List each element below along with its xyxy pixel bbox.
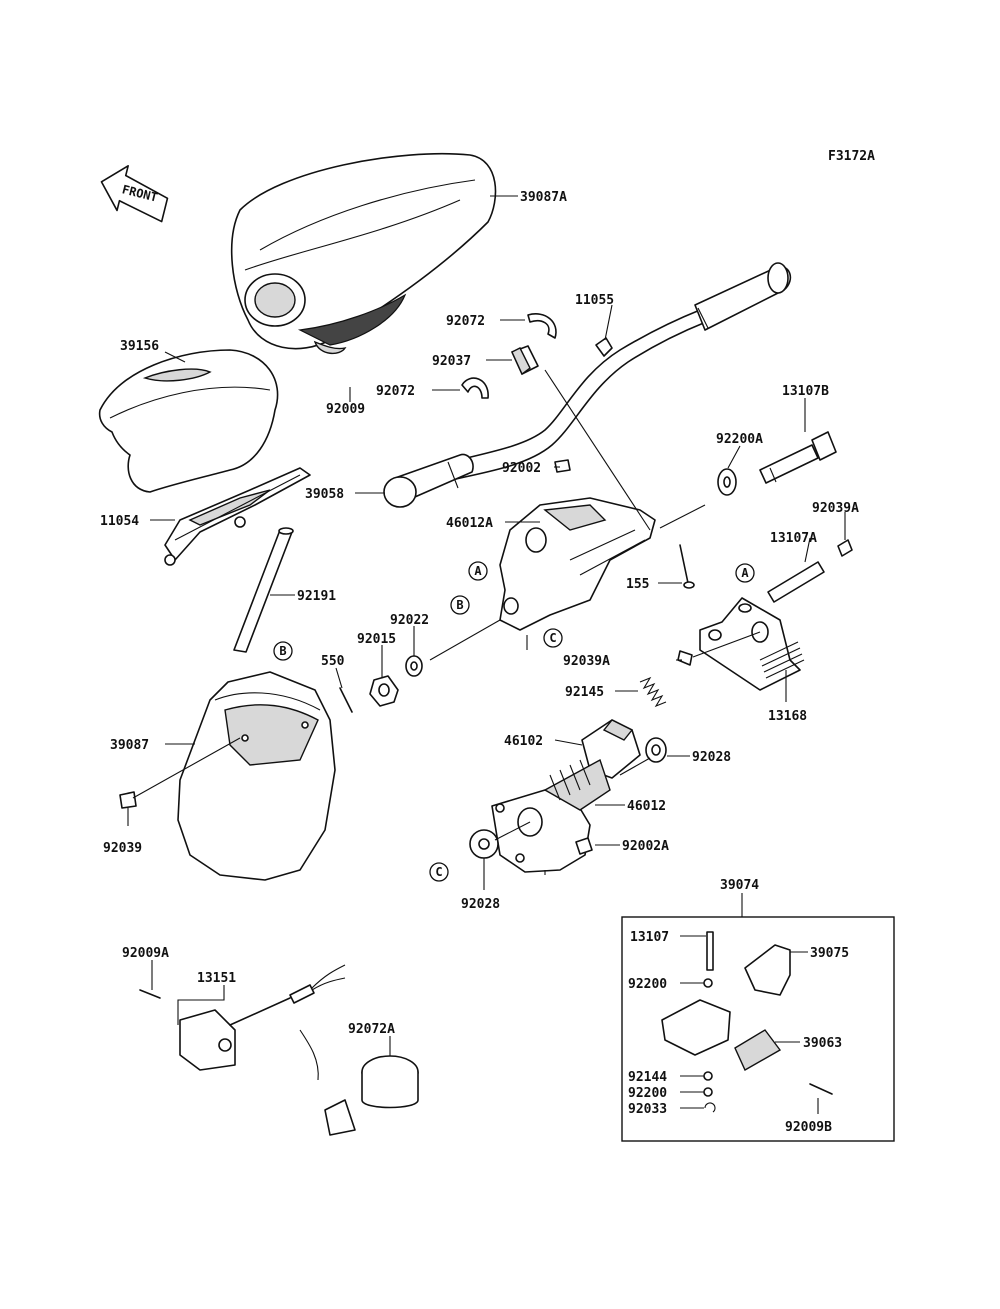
svg-text:A: A [474, 564, 482, 578]
rivet-92039a-upper [837, 539, 853, 557]
label-92039a-lower: 92039A [563, 654, 610, 669]
svg-text:A: A [741, 566, 749, 580]
callout-a-2: A [735, 563, 755, 583]
handlebar-cover-lower [177, 671, 336, 881]
handlebar-pad [98, 349, 279, 493]
label-39075: 39075 [810, 946, 849, 961]
label-92028-upper: 92028 [692, 750, 731, 765]
label-92200a: 92200A [716, 432, 763, 447]
clamp-92072a [299, 1029, 419, 1136]
label-46012: 46012 [627, 799, 666, 814]
label-39087: 39087 [110, 738, 149, 753]
label-13107a: 13107A [770, 531, 817, 546]
label-11055: 11055 [575, 293, 614, 308]
handlebar-cover-upper [230, 152, 497, 355]
label-92015: 92015 [357, 632, 396, 647]
svg-text:C: C [549, 631, 556, 645]
label-13107: 13107 [630, 930, 669, 945]
rod [233, 527, 294, 653]
nut-92015 [369, 675, 399, 707]
label-92022: 92022 [390, 613, 429, 628]
clamp-upper [527, 313, 557, 339]
leader-lines [127, 195, 846, 1114]
label-92144: 92144 [628, 1070, 667, 1085]
label-46012a: 46012A [446, 516, 493, 531]
switch-13151 [179, 964, 346, 1071]
label-39058: 39058 [305, 487, 344, 502]
bolt-92002 [554, 459, 571, 473]
washer-92028-upper [645, 737, 667, 763]
callout-b-2: B [273, 641, 293, 661]
label-39087a: 39087A [520, 190, 567, 205]
label-92200-upper: 92200 [628, 977, 667, 992]
label-155: 155 [626, 577, 649, 592]
label-13151: 13151 [197, 971, 236, 986]
svg-text:B: B [456, 598, 463, 612]
callout-c-2: C [429, 862, 449, 882]
label-92072-lower: 92072 [376, 384, 415, 399]
svg-text:C: C [435, 865, 442, 879]
rivet-92039 [119, 791, 137, 809]
label-92009b: 92009B [785, 1120, 832, 1135]
callout-b-1: B [450, 595, 470, 615]
assembly-39074-box [621, 893, 895, 1142]
pin-13107a [767, 561, 825, 603]
label-92009: 92009 [326, 402, 365, 417]
label-13168: 13168 [768, 709, 807, 724]
handlebar [383, 262, 792, 508]
bolt-92002a [575, 837, 593, 855]
label-92072a: 92072A [348, 1022, 395, 1037]
bolt-155 [679, 544, 695, 589]
label-11054: 11054 [100, 514, 139, 529]
svg-text:B: B [279, 644, 286, 658]
label-39074: 39074 [720, 878, 759, 893]
washer-92022 [405, 655, 423, 677]
clamp-lower [461, 377, 489, 399]
clip-11055 [595, 337, 613, 357]
figure-code: F3172A [828, 149, 875, 164]
label-92191: 92191 [297, 589, 336, 604]
bolt-92009a [139, 989, 161, 999]
spring-92145 [639, 676, 667, 708]
pin-550 [339, 687, 353, 713]
steering-holder-upper [499, 497, 656, 631]
block-92037 [511, 345, 539, 376]
label-92145: 92145 [565, 685, 604, 700]
callout-c-1: C [543, 628, 563, 648]
label-92039a-upper: 92039A [812, 501, 859, 516]
label-46102: 46102 [504, 734, 543, 749]
callout-a-1: A [468, 561, 488, 581]
label-92037: 92037 [432, 354, 471, 369]
label-550: 550 [321, 654, 345, 669]
rivet-92039a-lower [677, 650, 693, 666]
label-92072-upper: 92072 [446, 314, 485, 329]
label-92002a: 92002A [622, 839, 669, 854]
washer-92028-lower [469, 829, 499, 859]
label-92033: 92033 [628, 1102, 667, 1117]
cable-bracket [164, 467, 311, 566]
label-92039: 92039 [103, 841, 142, 856]
bracket-13168 [699, 597, 805, 691]
bolt-13107b [759, 431, 837, 484]
label-92200-lower: 92200 [628, 1086, 667, 1101]
washer-92200a [717, 468, 737, 496]
label-39156: 39156 [120, 339, 159, 354]
steering-holder-lower [491, 758, 611, 873]
label-92009a: 92009A [122, 946, 169, 961]
label-92002: 92002 [502, 461, 541, 476]
front-arrow-icon: FRONT [100, 165, 169, 223]
label-39063: 39063 [803, 1036, 842, 1051]
label-92028-lower: 92028 [461, 897, 500, 912]
label-13107b: 13107B [782, 384, 829, 399]
